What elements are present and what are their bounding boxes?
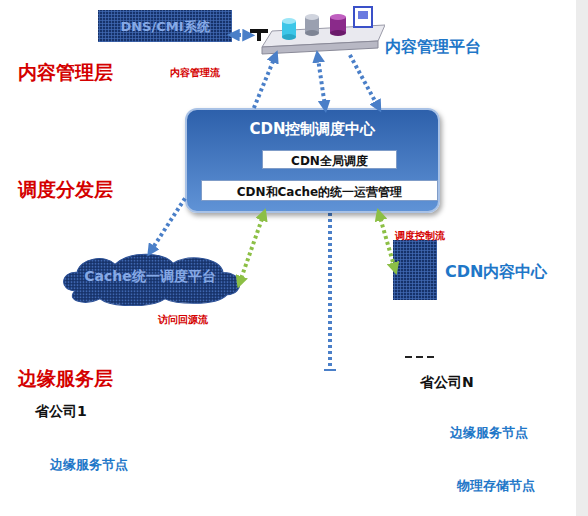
dotted-arrow bbox=[232, 33, 250, 37]
dotted-arrow bbox=[239, 213, 264, 284]
dotted-arrow bbox=[350, 55, 379, 108]
platform-illustration: 内容管理平台 bbox=[250, 3, 385, 55]
node-label: DNS/CMI系统 bbox=[98, 18, 232, 36]
node-label: CDN内容中心 bbox=[445, 262, 547, 283]
node-type-label: 边缘服务节点 bbox=[50, 456, 128, 474]
flow-label: 调度控制流 bbox=[395, 229, 445, 243]
node-label: CDN和Cache的统一运营管理 bbox=[202, 184, 437, 201]
node-type-label: 物理存储节点 bbox=[457, 477, 535, 495]
page-shadow bbox=[576, 0, 588, 516]
province-label: 省公司1 bbox=[35, 403, 87, 421]
layer-title: 内容管理层 bbox=[18, 60, 113, 86]
layer-title: 调度分发层 bbox=[18, 177, 113, 203]
sub-function-box: CDN全局调度 bbox=[262, 150, 397, 169]
node-label: 内容管理平台 bbox=[385, 37, 481, 58]
dash-mark bbox=[405, 356, 437, 358]
flow-label: 访问回源流 bbox=[158, 313, 208, 327]
line-end-tick bbox=[324, 369, 336, 371]
dotted-arrow bbox=[254, 55, 276, 108]
sub-function-box: CDN和Cache的统一运营管理 bbox=[201, 180, 438, 201]
flow-label: 内容管理流 bbox=[170, 66, 220, 80]
node-type-label: 边缘服务节点 bbox=[450, 424, 528, 442]
province-label: 省公司N bbox=[420, 374, 474, 392]
node-label: CDN控制调度中心 bbox=[187, 120, 438, 139]
system-box: DNS/CMI系统 bbox=[98, 10, 232, 42]
content-center-box: CDN内容中心 bbox=[393, 240, 437, 300]
dotted-arrow bbox=[318, 55, 326, 108]
platform-drawing bbox=[250, 3, 385, 55]
vertical-link-line bbox=[328, 213, 332, 370]
node-label: CDN全局调度 bbox=[263, 153, 396, 170]
node-label: Cache统一调度平台 bbox=[55, 268, 245, 286]
cloud-system: Cache统一调度平台 bbox=[55, 250, 245, 306]
control-center-box: CDN控制调度中心 CDN全局调度 CDN和Cache的统一运营管理 bbox=[185, 108, 440, 213]
layer-title: 边缘服务层 bbox=[18, 366, 113, 392]
dotted-arrow bbox=[150, 198, 185, 252]
